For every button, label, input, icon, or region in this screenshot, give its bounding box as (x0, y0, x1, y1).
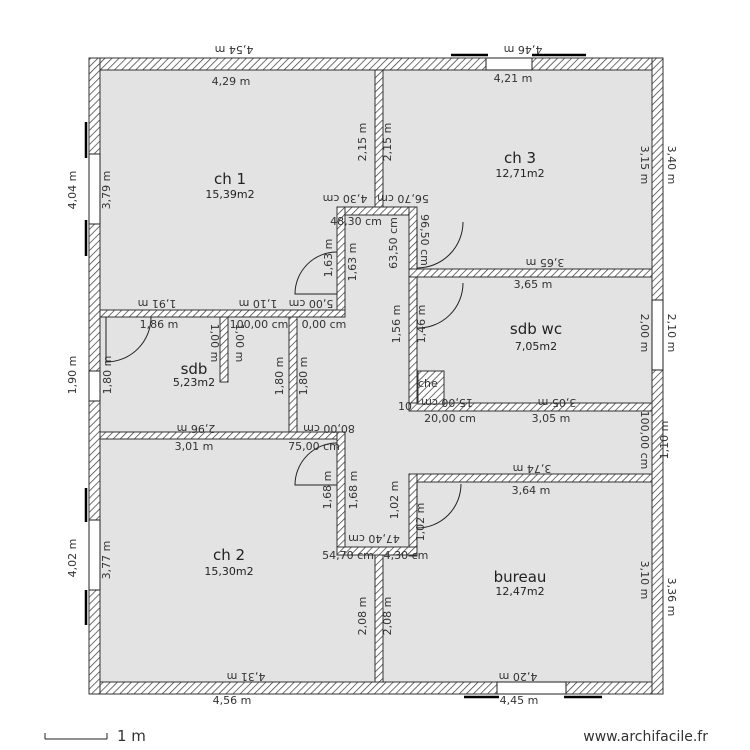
window-sdbwc (651, 299, 664, 371)
dimension-label: 3,77 m (100, 541, 113, 580)
dimension-label: 1,56 m (390, 305, 403, 344)
dimension-label: 48,30 cm (330, 215, 382, 228)
dimension-label: 5,00 cm (289, 297, 334, 310)
dimension-label: 1,80 m (101, 356, 114, 395)
dimension-label: 1,68 m (347, 471, 360, 510)
dimension-label: 3,05 m (538, 396, 577, 409)
dimension-label: 96,50 cm (418, 214, 431, 266)
dimension-label: 2,10 m (665, 314, 678, 353)
door-swings (105, 221, 464, 529)
dimension-label: 1,10 m (239, 297, 278, 310)
dimension-label: 1,68 m (321, 471, 334, 510)
dimension-label: 1,46 m (415, 305, 428, 344)
dimension-label: 80,00 cm (303, 422, 355, 435)
window-sdb (88, 370, 101, 402)
dimension-label: 56,70 cm (377, 192, 429, 205)
dimension-label: 4,31 m (227, 670, 266, 683)
dimension-label: 1,80 m (273, 357, 286, 396)
dimension-label: 2,15 m (381, 123, 394, 162)
dimension-label: 1,10 m (658, 421, 671, 460)
dimension-label: 3,36 m (665, 578, 678, 617)
room-name: ch 2 (213, 546, 245, 564)
windows (88, 57, 664, 695)
dimension-label: 3,74 m (513, 462, 552, 475)
dimension-label: 4,45 m (500, 694, 539, 707)
room-name: che (418, 377, 438, 390)
dimension-label: 75,00 cm (288, 440, 340, 453)
room-area: 12,47m2 (495, 585, 544, 598)
room-name: sdb (181, 360, 208, 378)
dimension-label: 4,21 m (494, 72, 533, 85)
dimension-label: 2,00 m (638, 314, 651, 353)
dimension-label: 1,02 m (388, 481, 401, 520)
window-ch3 (485, 57, 533, 71)
dimension-label: 3,05 m (532, 412, 571, 425)
dimension-label: 2,08 m (356, 597, 369, 636)
room-name: sdb wc (510, 320, 562, 338)
dimension-label: 4,30 cm (323, 192, 368, 205)
room-area: 12,71m2 (495, 167, 544, 180)
dimension-label: 4,04 m (66, 171, 79, 210)
interior-walls (99, 69, 653, 683)
dimension-label: 1,00 m (233, 324, 246, 363)
dimension-label: 10 (398, 400, 412, 413)
dimension-label: 1,02 m (414, 503, 427, 542)
dimension-label: 3,65 m (514, 278, 553, 291)
room-area: 7,05m2 (515, 340, 557, 353)
dimension-label: 2,15 m (356, 123, 369, 162)
room-area: 15,39m2 (205, 188, 254, 201)
dimension-label: 20,00 cm (424, 412, 476, 425)
dimension-labels: 4,54 m 4,29 m 4,46 m 4,21 m 2,15 m 2,15 … (66, 43, 678, 707)
dimension-label: 4,30 cm (384, 549, 429, 562)
dimension-label: 1,63 m (322, 239, 335, 278)
window-ch2 (88, 519, 101, 591)
room-name: ch 1 (214, 170, 246, 188)
dimension-label: 54,70 cm (322, 549, 374, 562)
room-name: ch 3 (504, 149, 536, 167)
dimension-label: 15,00 cm (421, 396, 473, 409)
dimension-label: 4,46 m (504, 43, 543, 56)
window-bureau (496, 681, 567, 695)
dimension-label: 1,63 m (346, 243, 359, 282)
room-area: 5,23m2 (173, 376, 215, 389)
dimension-label: 3,65 m (526, 256, 565, 269)
dimension-label: 1,91 m (138, 297, 177, 310)
dimension-label: 4,20 m (499, 670, 538, 683)
dimension-label: 4,29 m (212, 75, 251, 88)
dimension-label: 2,96 m (177, 422, 216, 435)
dimension-label: 63,50 cm (387, 217, 400, 269)
dimension-label: 3,79 m (100, 171, 113, 210)
dimension-label: 100,00 cm (230, 318, 289, 331)
dimension-label: 100,00 cm (638, 411, 651, 470)
dimension-label: 3,15 m (638, 146, 651, 185)
dimension-label: 2,08 m (381, 597, 394, 636)
dimension-label: 3,01 m (175, 440, 214, 453)
dimension-label: 1,90 m (66, 356, 79, 395)
dimension-label: 3,64 m (512, 484, 551, 497)
dimension-label: 1,86 m (140, 318, 179, 331)
room-area: 15,30m2 (204, 565, 253, 578)
scale-label: 1 m (117, 727, 146, 745)
dimension-label: 4,56 m (213, 694, 252, 707)
dimension-label: 4,02 m (66, 539, 79, 578)
room-name: bureau (494, 568, 547, 586)
dimension-label: 3,40 m (665, 146, 678, 185)
dimension-label: 0,00 cm (302, 318, 347, 331)
dimension-label: 4,54 m (215, 43, 254, 56)
dimension-label: 1,00 m (208, 324, 221, 363)
scale-bar (44, 733, 108, 740)
credit-text: www.archifacile.fr (583, 729, 708, 745)
dimension-label: 47,40 cm (348, 532, 400, 545)
window-ch1 (88, 153, 101, 225)
dimension-label: 3,10 m (638, 561, 651, 600)
dimension-label: 1,80 m (297, 357, 310, 396)
